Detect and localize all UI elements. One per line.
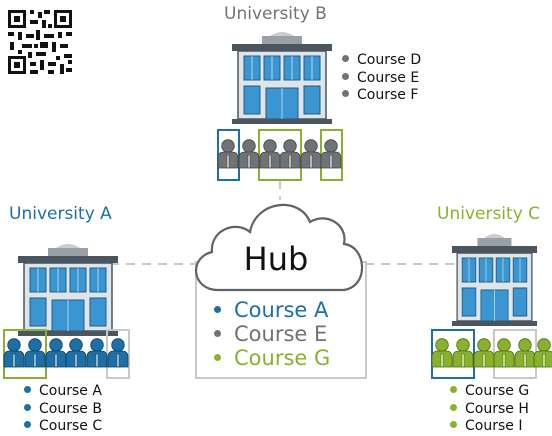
university-c-course-list: Course G Course H Course I [450, 383, 529, 436]
student-icon [3, 338, 25, 368]
student-icon [65, 338, 87, 368]
qr-code-icon [8, 10, 72, 74]
student-frame [106, 329, 130, 379]
list-item: Course C [24, 418, 102, 436]
university-a-title: University A [9, 204, 112, 224]
cloud-icon [195, 203, 364, 292]
university-b-course-list: Course D Course E Course F [342, 52, 421, 105]
student-group-c [431, 329, 552, 379]
student-icon [493, 338, 515, 368]
university-c-title: University C [437, 204, 541, 224]
list-item: Course H [450, 401, 529, 419]
student-frame [320, 129, 343, 181]
student-icon [279, 139, 301, 169]
student-frame [258, 129, 302, 181]
hub-title: Hub [243, 240, 309, 278]
list-item: Course I [450, 418, 529, 436]
student-icon [431, 338, 453, 368]
university-b-title: University B [224, 4, 327, 24]
list-item: Course E [342, 70, 421, 88]
building-icon-b [231, 31, 333, 125]
student-icon [300, 139, 322, 169]
student-icon [514, 338, 536, 368]
student-icon [452, 338, 474, 368]
list-item: Course A [24, 383, 102, 401]
student-frame [431, 329, 475, 379]
student-icon [86, 338, 108, 368]
student-group-a [3, 329, 130, 379]
list-item: Course A [214, 298, 330, 322]
student-icon [473, 338, 495, 368]
student-icon [259, 139, 281, 169]
student-icon [24, 338, 46, 368]
list-item: Course E [214, 322, 330, 346]
student-group-b [217, 129, 343, 181]
student-icon [107, 338, 129, 368]
student-icon [320, 139, 342, 169]
university-a-course-list: Course A Course B Course C [24, 383, 102, 436]
student-frame [217, 129, 240, 181]
connector-lines [110, 180, 455, 265]
student-icon [238, 139, 260, 169]
list-item: Course G [450, 383, 529, 401]
student-icon [217, 139, 239, 169]
student-frame [3, 329, 47, 379]
hub-course-list: Course A Course E Course G [214, 298, 330, 370]
list-item: Course F [342, 87, 421, 105]
list-item: Course G [214, 346, 330, 370]
list-item: Course D [342, 52, 421, 70]
student-icon [45, 338, 67, 368]
list-item: Course B [24, 401, 102, 419]
